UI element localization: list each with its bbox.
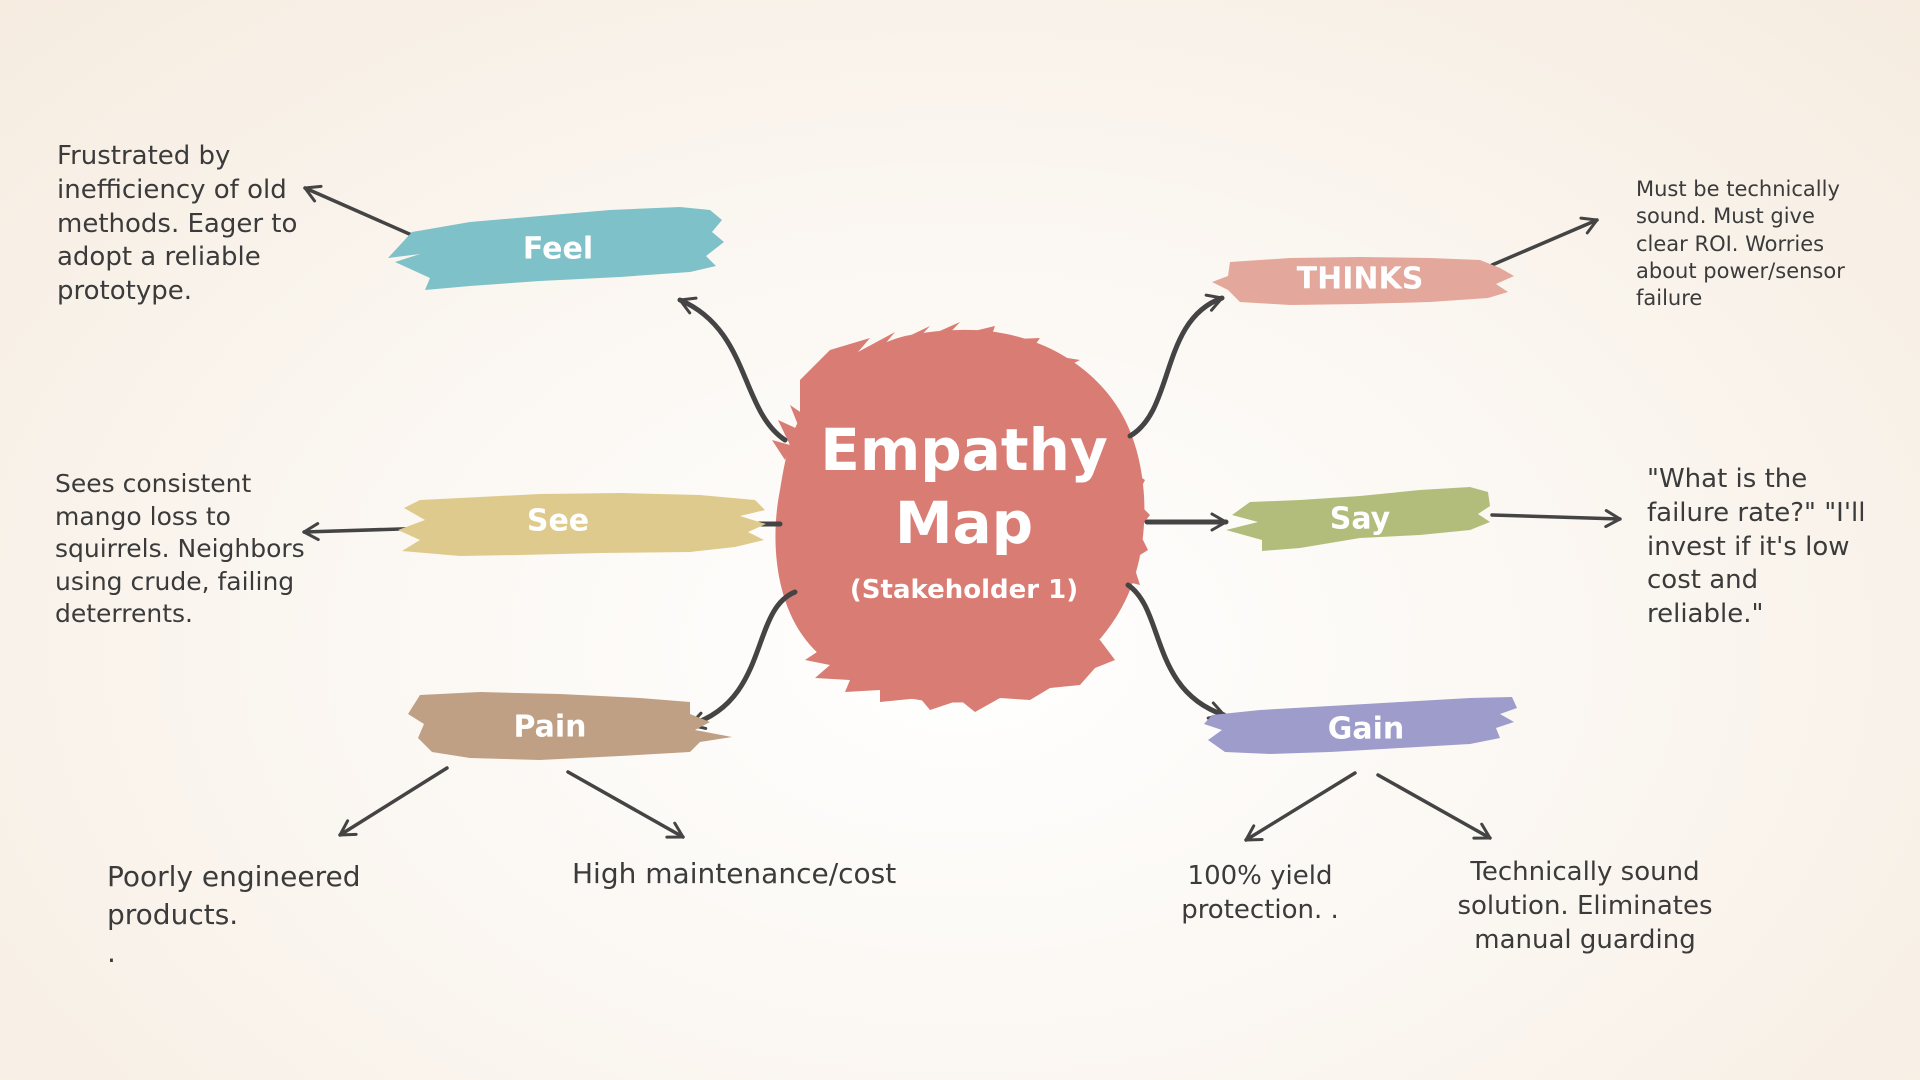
feel-brush-stroke — [388, 207, 724, 290]
pain-brush-stroke — [408, 692, 732, 760]
note-gain-2: Technically sound solution. Eliminates m… — [1457, 857, 1713, 955]
node-gain: Gain — [1204, 697, 1517, 754]
gain-brush-stroke — [1204, 697, 1517, 754]
arrow-feel-to-note — [303, 184, 425, 242]
arrow-center-to-thinks — [1127, 293, 1225, 439]
note-pain-2: High maintenance/cost — [572, 857, 897, 890]
center-brush-edge-2 — [772, 400, 812, 460]
node-pain: Pain — [408, 692, 732, 760]
note-pain-1: Poorly engineered products. . — [107, 860, 361, 969]
node-thinks: THINKS — [1212, 257, 1514, 305]
gain-label: Gain — [1328, 712, 1405, 747]
say-label: Say — [1330, 502, 1391, 537]
see-brush-stroke — [398, 493, 766, 556]
arrow-center-to-pain — [687, 589, 798, 730]
pain-label: Pain — [513, 710, 586, 745]
center-brush-edge-4 — [805, 640, 1115, 712]
center-circle: Empathy Map (Stakeholder 1) — [772, 322, 1150, 712]
arrow-gain-to-note-2 — [1376, 773, 1492, 840]
arrow-say-to-note — [1490, 509, 1622, 529]
feel-label: Feel — [523, 232, 593, 267]
arrow-thinks-to-note — [1490, 216, 1599, 267]
node-see: See — [398, 493, 766, 556]
say-brush-stroke — [1226, 487, 1490, 551]
arrow-center-to-gain — [1125, 582, 1227, 720]
center-title-line1: Empathy — [820, 416, 1108, 484]
note-feel: Frustrated by inefficiency of old method… — [57, 141, 298, 307]
center-title-line2: Map — [895, 489, 1033, 557]
thinks-label: THINKS — [1297, 262, 1424, 297]
note-thinks: Must be technically sound. Must give cle… — [1636, 177, 1845, 311]
node-feel: Feel — [388, 207, 724, 290]
arrow-center-to-feel — [677, 296, 788, 443]
node-say: Say — [1226, 487, 1490, 551]
note-say: "What is the failure rate?" "I'll invest… — [1647, 464, 1866, 630]
note-see: Sees consistent mango loss to squirrels.… — [55, 469, 305, 628]
center-brush-edge-1 — [800, 322, 1100, 420]
thinks-brush-stroke — [1212, 257, 1514, 305]
center-brush-blob — [775, 329, 1145, 703]
arrow-pain-to-note-2 — [566, 770, 685, 839]
center-brush-edge-3 — [1120, 470, 1150, 585]
see-label: See — [527, 504, 589, 539]
center-subtitle: (Stakeholder 1) — [850, 575, 1078, 605]
arrow-pain-to-note-1 — [338, 766, 449, 837]
arrow-gain-to-note-1 — [1244, 771, 1357, 842]
note-gain-1: 100% yield protection. . — [1181, 861, 1339, 925]
